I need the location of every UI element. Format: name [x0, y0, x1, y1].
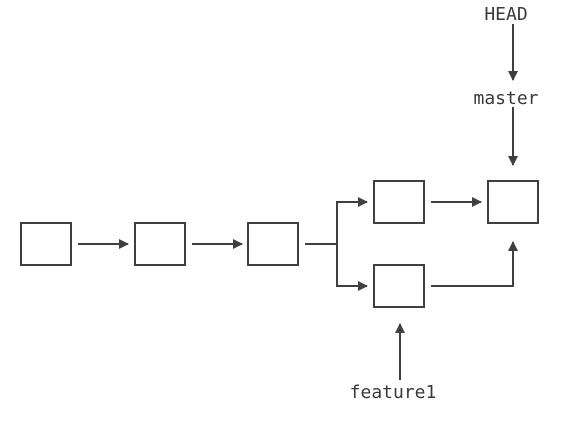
- commit-node-1: [20, 222, 72, 266]
- commit-node-5: [487, 180, 539, 224]
- edge-c3-c6: [336, 244, 368, 291]
- commit-node-6: [373, 264, 425, 308]
- commit-node-3: [247, 222, 299, 266]
- commit-node-2: [134, 222, 186, 266]
- commit-node-4: [373, 180, 425, 224]
- feature1-label: feature1: [350, 382, 437, 403]
- edge-c3-c4: [336, 197, 368, 244]
- edge-c6-c5: [431, 241, 518, 287]
- head-label: HEAD: [484, 4, 527, 25]
- master-label: master: [473, 88, 538, 109]
